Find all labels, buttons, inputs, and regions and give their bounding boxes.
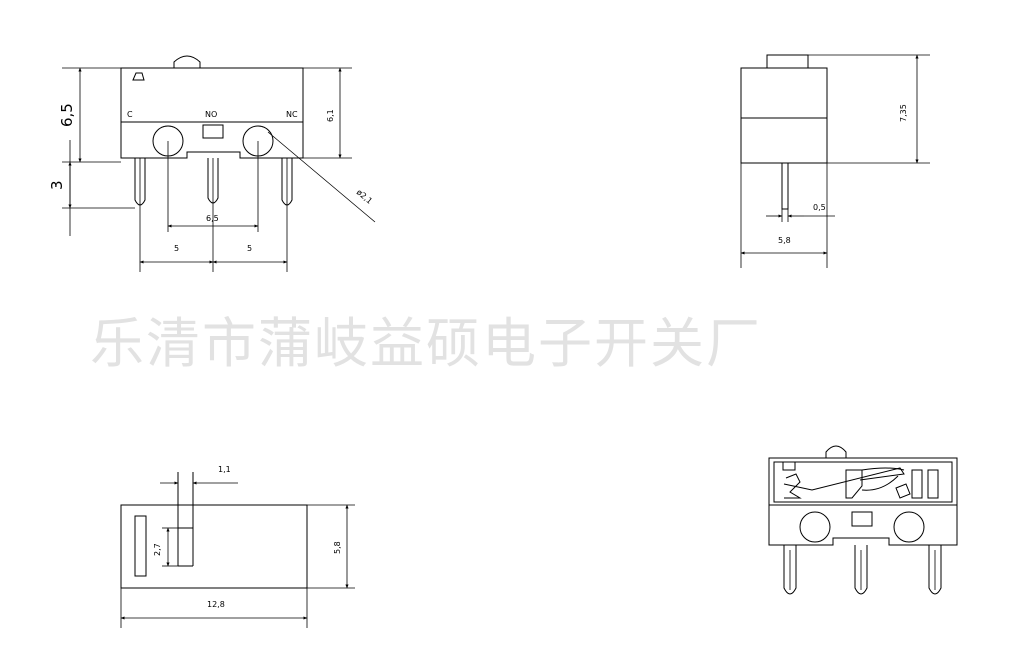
dim-total-height: 7,35	[899, 104, 908, 122]
side-pin	[781, 162, 789, 210]
dim-hole-diameter: ø2,1	[355, 188, 374, 206]
internal-view	[768, 445, 958, 595]
dim-height-right: 6,1	[326, 109, 335, 122]
internal-pins	[783, 545, 942, 595]
actuator-button	[173, 55, 201, 68]
dim-inner-pitch: 6,5	[206, 214, 219, 223]
dim-pin-thickness: 0,5	[813, 203, 826, 212]
watermark-text: 乐清市蒲岐益硕电子开关厂	[90, 312, 762, 375]
pins	[134, 158, 293, 272]
label-no: NO	[205, 110, 217, 119]
dim-length: 12,8	[207, 600, 225, 609]
internal-right-hole	[893, 511, 925, 543]
dim-top-height: 5,8	[333, 541, 342, 554]
dim-slot-length: 2,7	[153, 543, 162, 556]
dim-width: 5,8	[778, 236, 791, 245]
top-body	[120, 504, 308, 589]
top-slot	[134, 515, 147, 577]
label-nc: NC	[286, 110, 298, 119]
internal-lever	[783, 467, 905, 491]
body-base	[120, 122, 304, 159]
dim-pitch-right: 5	[247, 244, 252, 253]
dim-pitch-left: 5	[174, 244, 179, 253]
internal-base	[768, 505, 958, 546]
internal-actuator	[825, 445, 847, 458]
internal-left-hole	[799, 511, 831, 543]
dim-actuator-width: 1,1	[218, 465, 231, 474]
side-body	[740, 67, 828, 164]
no-indicator	[202, 124, 224, 139]
top-view: 1,1 2,7 5,8 12,8	[120, 465, 355, 628]
front-view: 6,5 3 C NO NC 6,1 ø2,1 6,5 5 5	[48, 55, 376, 272]
label-c: C	[127, 110, 133, 119]
dim-height-left: 6,5	[58, 103, 76, 127]
dim-pin-length: 3	[48, 180, 66, 190]
side-view: 7,35 0,5 5,8	[740, 54, 930, 268]
side-actuator	[766, 54, 809, 69]
body-mark	[132, 72, 145, 81]
